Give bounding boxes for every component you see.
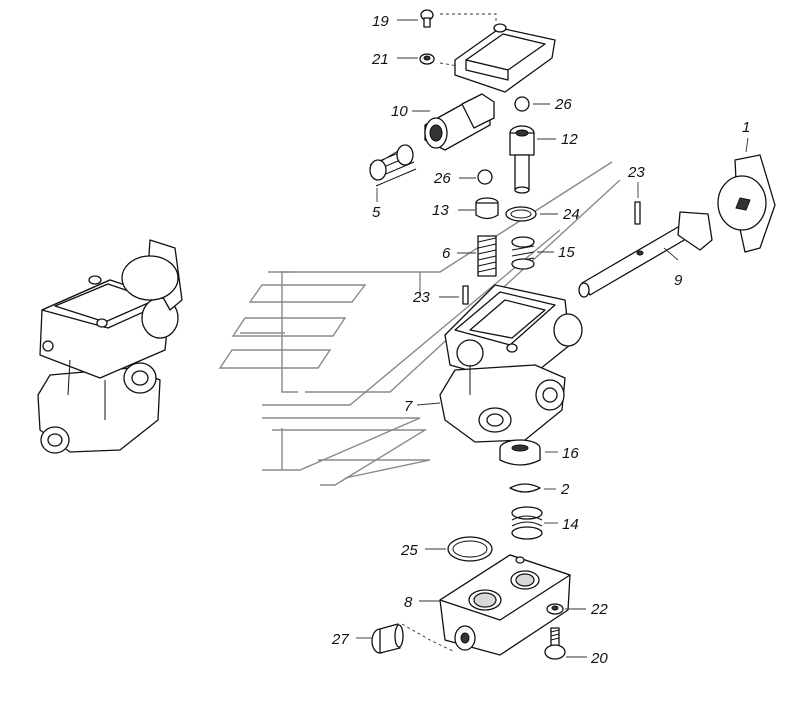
leader-lines (356, 19, 749, 658)
spring-6 (477, 235, 497, 277)
callout-23-upper: 23 (627, 164, 645, 181)
ball-26-upper (514, 96, 530, 112)
callout-6: 6 (442, 245, 451, 262)
cover-plate (454, 23, 556, 93)
callout-9: 9 (674, 272, 683, 289)
callout-2: 2 (560, 481, 570, 498)
plug-27 (371, 623, 404, 654)
screw-19 (420, 9, 434, 28)
lower-body-8 (439, 554, 571, 656)
callout-24: 24 (562, 206, 580, 223)
callout-12: 12 (561, 131, 578, 148)
callout-20: 20 (590, 650, 608, 667)
pin-23-lower (462, 285, 469, 305)
pin-23-upper (634, 201, 641, 225)
washer-21 (419, 53, 435, 65)
assembled-valve-unit (37, 239, 183, 454)
callout-25: 25 (400, 542, 418, 559)
callout-5: 5 (372, 204, 381, 221)
callout-7: 7 (404, 398, 413, 415)
callout-22: 22 (590, 601, 608, 618)
circlip-2 (509, 483, 541, 493)
spring-15 (511, 236, 535, 270)
callout-labels: 19 21 10 26 12 1 26 23 5 13 24 6 15 9 23… (331, 13, 750, 667)
spring-14 (511, 506, 543, 540)
valve-stem-12 (509, 125, 535, 194)
callout-8: 8 (404, 594, 413, 611)
callout-26-lower: 26 (433, 170, 451, 187)
callout-1: 1 (742, 119, 750, 136)
callout-19: 19 (372, 13, 389, 30)
callout-15: 15 (558, 244, 575, 261)
callout-10: 10 (391, 103, 408, 120)
shaft-9 (578, 211, 713, 298)
callout-23-lower: 23 (412, 289, 430, 306)
seal-16 (499, 439, 541, 466)
ball-26-lower (477, 169, 493, 185)
cap-13 (475, 197, 499, 220)
callout-14: 14 (562, 516, 579, 533)
callout-16: 16 (562, 445, 579, 462)
callout-13: 13 (432, 202, 449, 219)
spring-5 (369, 144, 417, 187)
callout-26-upper: 26 (554, 96, 572, 113)
sleeve-10 (424, 93, 495, 151)
callout-27: 27 (331, 631, 349, 648)
bolt-20 (544, 627, 566, 660)
watermark-logo (218, 161, 621, 486)
valve-body-7 (439, 284, 583, 443)
callout-21: 21 (371, 51, 389, 68)
lever-1 (717, 154, 776, 253)
